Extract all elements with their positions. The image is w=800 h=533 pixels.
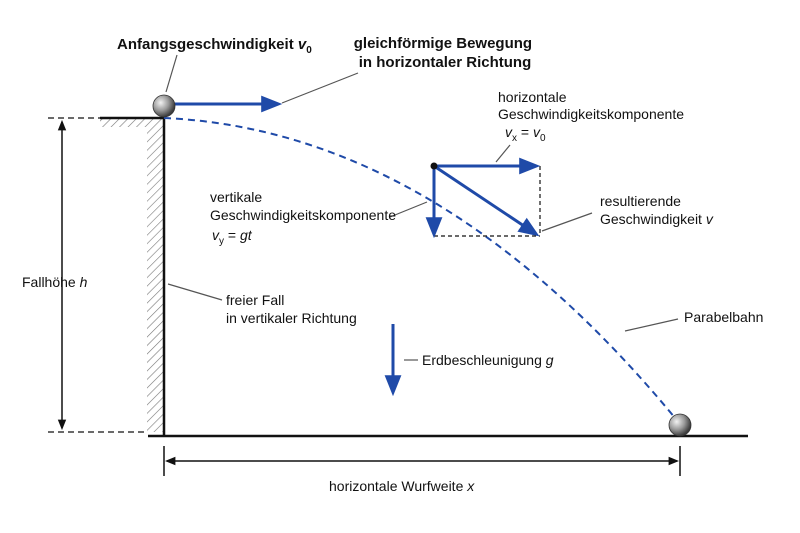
- leader-initial-velocity: [165, 54, 178, 93]
- projectile-point: [430, 162, 438, 170]
- leader-free-fall: [167, 283, 223, 301]
- leader-vertical-component: [389, 201, 428, 218]
- label-horizontal-component: horizontale Geschwindigkeitskomponente: [498, 89, 684, 122]
- label-initial-velocity: Anfangsgeschwindigkeit v0: [117, 36, 312, 56]
- label-vertical-component: vertikale Geschwindigkeitskomponente: [210, 189, 396, 223]
- leader-trajectory: [624, 318, 679, 332]
- label-resulting-velocity: resultierende Geschwindigkeit v: [600, 193, 714, 227]
- ball-start: [152, 94, 176, 118]
- label-gravity: Erdbeschleunigung g: [422, 352, 554, 368]
- ball-end: [668, 413, 692, 437]
- leader-resulting-velocity: [541, 212, 593, 232]
- label-uniform-motion: gleichförmige Bewegung in horizontaler R…: [354, 35, 537, 71]
- label-drop-height: Fallhöhe h: [22, 274, 88, 290]
- resultant-velocity-arrow: [433, 164, 540, 237]
- label-vertical-component-formula: vy = gt: [212, 227, 253, 247]
- parabolic-trajectory: [163, 117, 681, 425]
- label-trajectory: Parabelbahn: [684, 309, 763, 325]
- label-horizontal-range: horizontale Wurfweite x: [329, 478, 475, 494]
- label-horizontal-component-formula: vx = v0: [505, 124, 546, 144]
- leader-uniform-motion: [281, 72, 359, 104]
- cliff-hatching-top: [100, 118, 164, 127]
- cliff-hatching-side: [147, 127, 164, 432]
- leader-horizontal-component: [495, 144, 511, 163]
- label-free-fall: freier Fall in vertikaler Richtung: [226, 292, 357, 326]
